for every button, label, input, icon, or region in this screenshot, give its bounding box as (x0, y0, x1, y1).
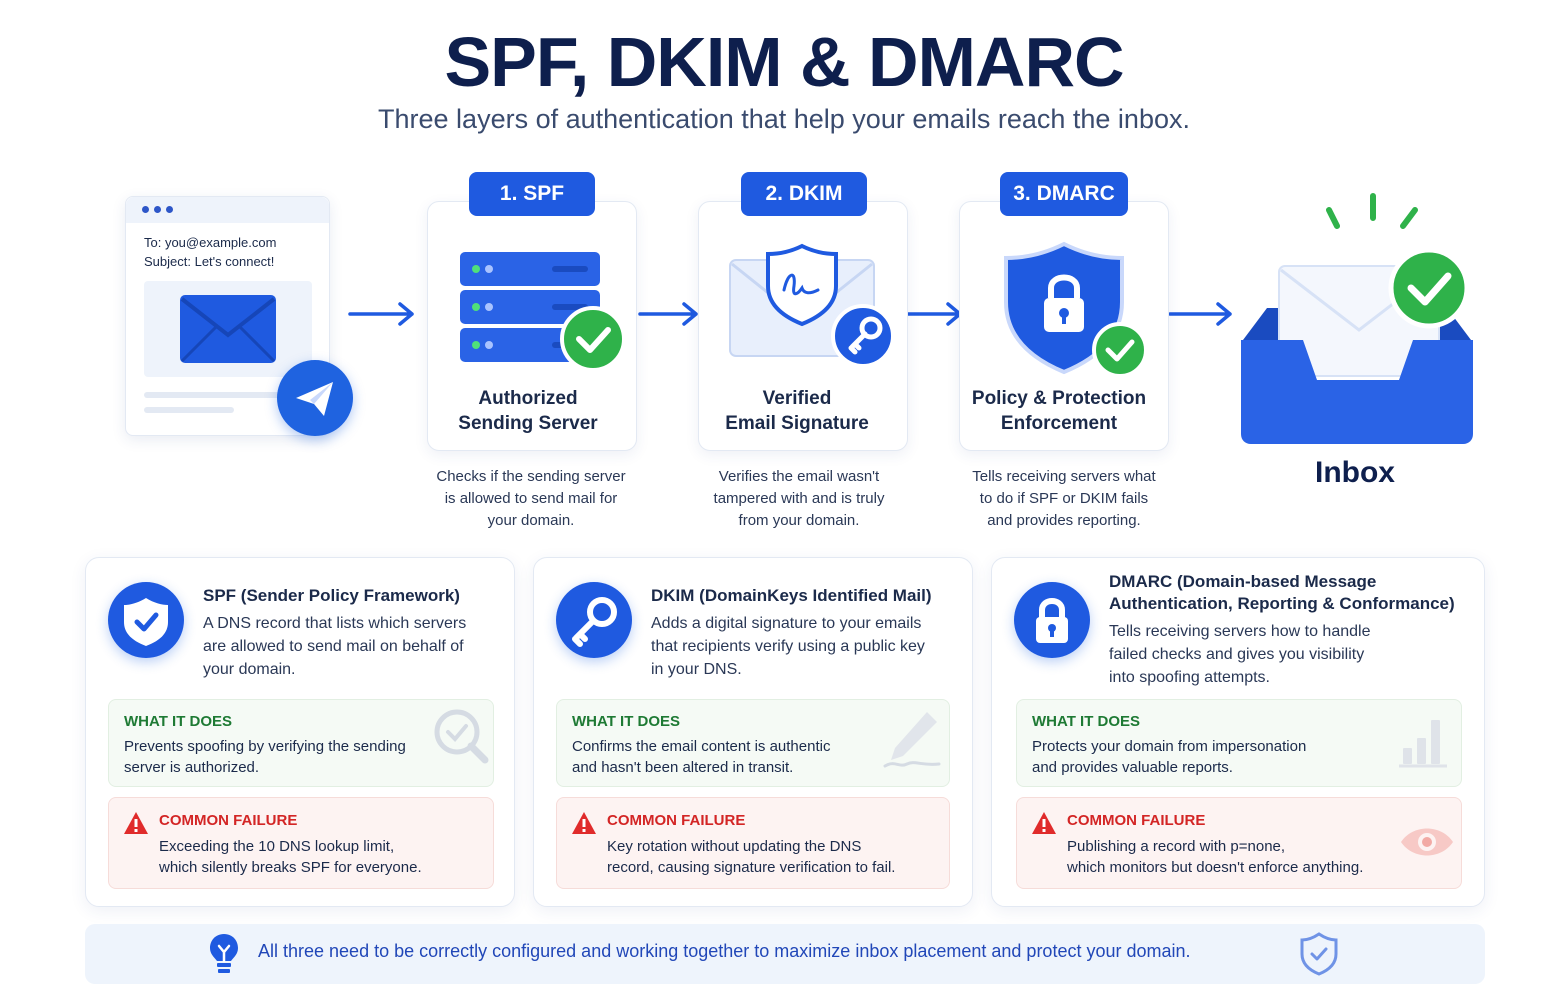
common-failure-box-dkim: COMMON FAILURE Key rotation without upda… (556, 797, 950, 889)
common-failure-text: Exceeding the 10 DNS lookup limit,which … (159, 838, 422, 876)
flow-arrow-icon (1168, 302, 1232, 326)
what-it-does-heading: WHAT IT DOES (1032, 713, 1141, 730)
server-stack-icon (460, 252, 626, 372)
detail-icon-dkim (556, 582, 632, 658)
detail-icon-spf (108, 582, 184, 658)
text-placeholder-line (144, 407, 234, 413)
shield-lock-icon (1004, 241, 1148, 378)
warning-icon (1032, 812, 1056, 834)
bar-chart-icon (1399, 720, 1447, 768)
footer-text: All three need to be correctly configure… (258, 941, 1191, 961)
text-placeholder-line (144, 392, 284, 398)
what-it-does-heading: WHAT IT DOES (572, 713, 681, 730)
common-failure-box-spf: COMMON FAILURE Exceeding the 10 DNS look… (108, 797, 494, 889)
shield-check-icon (124, 598, 168, 646)
flow-arrow-icon (638, 302, 698, 326)
padlock-icon (1036, 598, 1068, 643)
window-dots-icon (142, 206, 173, 213)
warning-icon (124, 812, 148, 834)
common-failure-heading: COMMON FAILURE (159, 812, 298, 829)
detail-title-dkim: DKIM (DomainKeys Identified Mail) (651, 586, 932, 605)
inbox-label: Inbox (1315, 456, 1395, 489)
common-failure-box-dmarc: COMMON FAILURE Publishing a record with … (1016, 797, 1462, 889)
step-pill-dkim: 2. DKIM (741, 172, 867, 216)
email-to-line: To: you@example.com (144, 235, 277, 250)
what-it-does-box-dmarc: WHAT IT DOES Protects your domain from i… (1016, 699, 1462, 787)
page-title: SPF, DKIM & DMARC (444, 23, 1124, 101)
detail-card-spf: SPF (Sender Policy Framework) A DNS reco… (85, 557, 515, 907)
email-window-bar (126, 197, 329, 223)
send-button[interactable] (277, 360, 353, 436)
inbox-tray-icon (1241, 193, 1473, 444)
common-failure-heading: COMMON FAILURE (607, 812, 746, 829)
detail-title-spf: SPF (Sender Policy Framework) (203, 586, 460, 605)
envelope-icon (180, 295, 276, 363)
flow-arrow-icon (348, 302, 414, 326)
signed-envelope-icon (729, 243, 895, 368)
pen-signature-icon (883, 712, 941, 768)
what-it-does-box-dkim: WHAT IT DOES Confirms the email content … (556, 699, 950, 787)
email-subject-line: Subject: Let's connect! (144, 254, 275, 269)
email-preview-card: To: you@example.com Subject: Let's conne… (125, 196, 330, 436)
page-subtitle: Three layers of authentication that help… (378, 104, 1190, 134)
common-failure-heading: COMMON FAILURE (1067, 812, 1206, 829)
common-failure-text: Publishing a record with p=none,which mo… (1067, 838, 1364, 876)
what-it-does-text: Prevents spoofing by verifying the sendi… (124, 738, 406, 776)
what-it-does-heading: WHAT IT DOES (124, 713, 233, 730)
detail-card-dkim: DKIM (DomainKeys Identified Mail) Adds a… (533, 557, 973, 907)
email-body-preview (144, 281, 312, 377)
paper-plane-icon (296, 382, 333, 416)
magnifier-check-icon (434, 709, 489, 764)
key-icon (572, 597, 617, 647)
eye-icon (1401, 828, 1453, 856)
shield-check-outline-icon (1300, 932, 1338, 976)
step-pill-dmarc: 3. DMARC (1000, 172, 1128, 216)
lightbulb-icon (210, 934, 238, 973)
what-it-does-box-spf: WHAT IT DOES Prevents spoofing by verify… (108, 699, 494, 787)
footer-note: All three need to be correctly configure… (85, 924, 1485, 984)
warning-icon (572, 812, 596, 834)
step-pill-spf: 1. SPF (469, 172, 595, 216)
detail-icon-dmarc (1014, 582, 1090, 658)
